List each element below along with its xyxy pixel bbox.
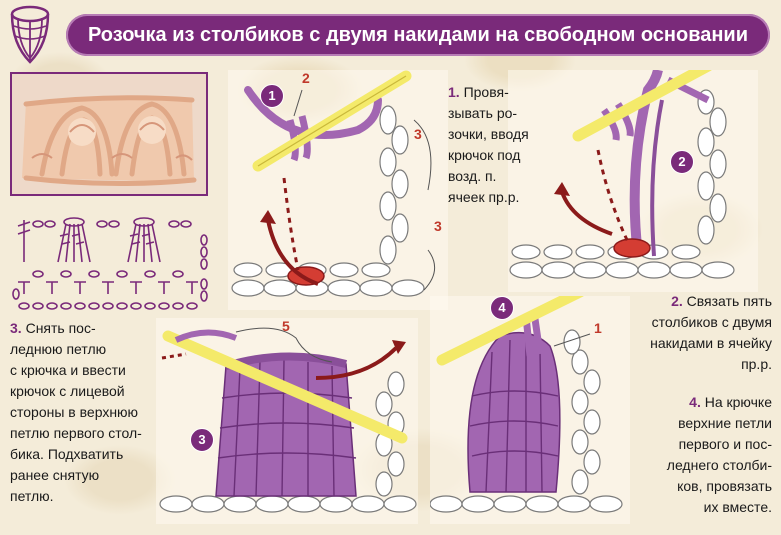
step-1-illustration [228,70,448,310]
crochet-hook-icon [252,70,412,172]
yarn-ball-icon [10,5,50,64]
step-1-number: 1. [448,84,460,100]
rosette-symbol [127,217,161,263]
label-4: 1 [594,320,602,336]
step-3-caption: 3. Снять пос- леднюю петлю с крючка и вв… [10,320,142,504]
label-3: 5 [282,318,290,334]
step-4-illustration [430,296,630,524]
step-1-caption: 1. Провя- зывать ро- зочки, вводя крючок… [448,84,529,205]
crochet-hook-icon [572,70,712,142]
label-1c: 3 [434,218,442,234]
step-3-illustration [156,318,418,524]
title-bar: Розочка из столбиков с двумя накидами на… [66,14,770,56]
page-title: Розочка из столбиков с двумя накидами на… [87,24,749,46]
label-1a: 2 [302,70,310,86]
step-4-number: 4. [689,394,701,410]
step-2-number: 2. [671,293,683,309]
step-badge-3: 3 [190,428,214,452]
rosette-symbol [57,217,91,263]
stitch-chart [12,217,208,310]
crochet-hook-icon [162,330,408,444]
step-4-caption: 4. На крючке верхние петли первого и пос… [666,394,772,515]
step-badge-1: 1 [260,84,284,108]
crochet-hook-icon [436,296,584,366]
chain-row [18,302,198,310]
label-1b: 3 [414,126,422,142]
step-2-caption: 2. Связать пять столбиков с двумя накида… [650,293,772,372]
step-badge-2: 2 [670,150,694,174]
stitch-photo [10,72,208,196]
step-3-number: 3. [10,320,22,336]
step-badge-4: 4 [490,296,514,320]
step-2-illustration [508,70,758,292]
